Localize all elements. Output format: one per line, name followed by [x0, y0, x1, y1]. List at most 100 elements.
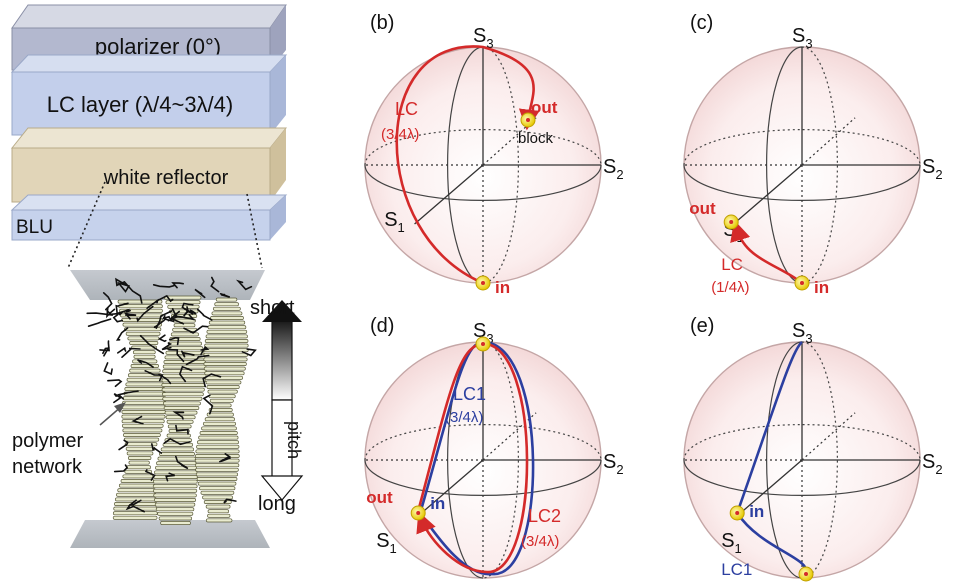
lc-molecule: [121, 419, 165, 424]
polymer-strand: [107, 379, 123, 388]
lc-molecule: [123, 437, 160, 442]
short-label: short: [250, 297, 295, 319]
polymer-strand: [112, 313, 124, 323]
lc-molecule: [211, 311, 243, 316]
lc-molecule: [153, 493, 197, 498]
lc-molecule: [127, 456, 152, 460]
lc-molecule: [121, 405, 167, 410]
polymer-strand: [99, 340, 110, 352]
lc-molecule: [157, 511, 194, 516]
polymer-strand: [121, 347, 141, 358]
lc-molecule: [212, 306, 241, 311]
in-label: in: [814, 278, 829, 297]
polymer-strand: [218, 453, 231, 463]
polymer-strand: [161, 315, 171, 320]
s1-axis-back: [801, 117, 856, 166]
lc-molecule: [156, 461, 197, 466]
lc-molecule: [200, 490, 235, 495]
lc-molecule: [125, 331, 161, 336]
s1-axis-back: [482, 117, 537, 166]
polymer-strand: [152, 284, 175, 288]
s1-axis: [414, 164, 484, 225]
lc-molecule: [162, 369, 207, 374]
lc-molecule: [121, 318, 163, 322]
lc-molecule: [123, 433, 161, 437]
polymer-label-line1: polymer: [12, 430, 83, 452]
panel-label: (c): [690, 12, 713, 34]
lc-molecule: [158, 516, 193, 521]
panel-label: (d): [370, 315, 394, 337]
lc-molecule: [161, 373, 207, 378]
polymer-strand: [158, 373, 172, 385]
lc-molecule: [198, 435, 239, 440]
lc-molecule: [170, 332, 199, 337]
polymer-strand: [125, 504, 145, 513]
lc-molecule: [152, 488, 198, 493]
lc-molecule: [166, 419, 194, 424]
in-label: in: [495, 278, 510, 297]
lc-molecule: [161, 383, 206, 387]
lc-molecule: [206, 329, 248, 334]
lc-molecule: [195, 467, 239, 472]
device-stack: polarizer (0°) LC layer (λ/4~3λ/4) white…: [10, 4, 288, 269]
lc-molecule: [130, 364, 159, 368]
polymer-strand: [219, 293, 231, 298]
lc-molecule: [207, 389, 238, 394]
polymer-strand: [103, 362, 113, 376]
lc-molecule: [204, 343, 249, 348]
lc-molecule: [206, 412, 234, 417]
lc-molecule: [117, 488, 156, 493]
lc-molecule: [197, 481, 237, 486]
lc-molecule: [166, 433, 191, 438]
lc-molecule: [203, 352, 249, 357]
lc-molecule: [204, 371, 245, 376]
lc-molecule: [112, 511, 158, 516]
lc-molecule: [209, 398, 234, 403]
s3-label: S3: [473, 25, 494, 51]
lc-molecule: [122, 474, 154, 479]
lc-molecule: [168, 341, 202, 346]
lc-molecule: [125, 446, 156, 451]
polymer-strand: [175, 455, 189, 470]
poincare-spheres: (b)S3S2S1outblockinLC(3/4λ)(c)S3S2S1outi…: [364, 12, 943, 582]
polymer-strand: [113, 393, 122, 404]
polymer-strand: [183, 325, 209, 334]
polymer-strand: [86, 312, 114, 316]
lc-molecule: [204, 339, 249, 343]
polymer-strand: [210, 276, 220, 293]
lc-molecule: [152, 484, 198, 489]
lc2-trajectory: [416, 342, 529, 574]
polymer-strand: [171, 282, 184, 289]
lc-molecule: [210, 316, 244, 320]
white-reflector-label: white reflector: [103, 167, 229, 189]
block-label: block: [518, 130, 554, 147]
lc-molecule: [207, 325, 247, 330]
lc-molecule: [159, 452, 195, 456]
polymer-strand: [175, 424, 189, 435]
polymer-label-line2: network: [12, 456, 83, 478]
polymer-strand: [87, 318, 112, 327]
equator-back: [683, 424, 921, 461]
polymer-strands: [86, 276, 257, 513]
lc-molecule: [122, 322, 162, 327]
polymer-strand: [102, 292, 113, 311]
lc-molecule: [206, 385, 240, 389]
polymer-strand: [117, 308, 131, 314]
lc-molecule: [205, 334, 248, 339]
lc-molecule: [163, 360, 206, 364]
blu-layer: BLU: [10, 194, 288, 241]
polymer-pointer-head: [114, 402, 126, 413]
lc-molecule: [133, 354, 156, 359]
lc-molecule: [118, 304, 163, 309]
polymer-strand: [178, 365, 193, 383]
lc-molecule: [215, 297, 238, 302]
polymer-strand: [173, 314, 196, 321]
lc1-label-1: LC1: [453, 384, 486, 404]
s3-label: S3: [792, 320, 813, 346]
zoom-line-left: [67, 181, 106, 269]
lc-molecule: [196, 477, 238, 481]
lc-molecule: [203, 362, 247, 366]
lc-molecule: [205, 518, 233, 523]
lc-molecule: [117, 299, 163, 304]
